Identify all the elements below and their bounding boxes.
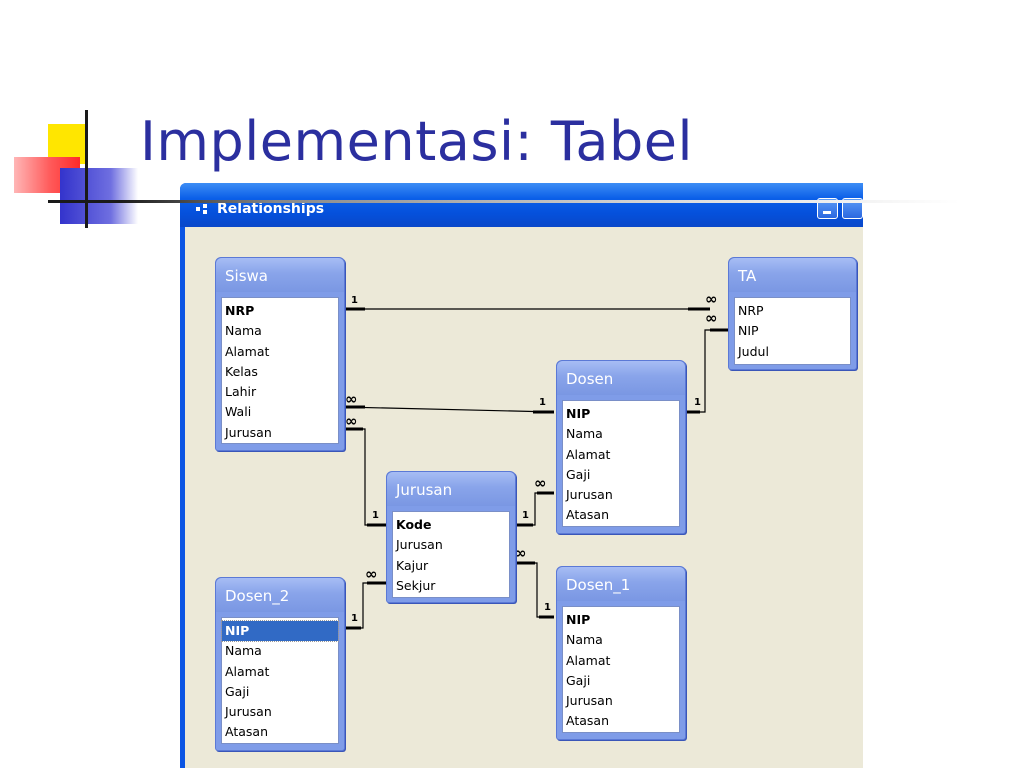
cardinality-many-label: ∞ [705,290,717,308]
table-dosen-fields: NIP Nama Alamat Gaji Jurusan Atasan [562,400,680,527]
field-alamat[interactable]: Alamat [566,446,611,462]
field-nama[interactable]: Nama [225,323,262,339]
table-siswa-title[interactable]: Siswa [216,258,344,292]
field-atasan[interactable]: Atasan [225,724,268,740]
field-alamat[interactable]: Alamat [225,343,270,359]
cardinality-one-label: 1 [372,510,379,521]
field-lahir[interactable]: Lahir [225,384,257,400]
window-title: Relationships [217,201,325,217]
table-dosen[interactable]: Dosen NIP Nama Alamat Gaji Jurusan Atasa… [556,360,686,534]
field-nama[interactable]: Nama [566,632,603,648]
table-dosen-1-title[interactable]: Dosen_1 [557,567,685,601]
field-kode[interactable]: Kode [396,517,432,532]
table-ta-fields: NRP NIP Judul [734,297,851,365]
cardinality-one-label: 1 [544,602,551,613]
field-alamat[interactable]: Alamat [225,663,270,679]
field-jurusan[interactable]: Jurusan [225,424,272,440]
table-dosen-title[interactable]: Dosen [557,361,685,395]
rel-line-dosen-ta [682,329,730,413]
cardinality-many-label: ∞ [365,565,377,583]
field-sekjur[interactable]: Sekjur [396,577,436,593]
relationship-lines [342,307,730,630]
cardinality-many-label: ∞ [345,390,357,408]
field-jurusan[interactable]: Jurusan [396,537,443,553]
slide-title: Implementasi: Tabel [140,110,693,173]
relationships-icon [196,204,210,216]
window-titlebar[interactable]: Relationships [180,183,863,227]
slide-decoration-vertical-line [85,110,88,228]
cardinality-many-label: ∞ [514,544,526,562]
field-nip[interactable]: NIP [738,323,759,339]
cardinality-many-label: ∞ [534,474,546,492]
table-jurusan-fields: Kode Jurusan Kajur Sekjur [392,511,510,598]
cardinality-one-label: 1 [351,613,358,624]
field-nrp[interactable]: NRP [738,303,764,318]
field-gaji[interactable]: Gaji [566,466,591,482]
field-jurusan[interactable]: Jurusan [225,704,272,720]
cardinality-one-label: 1 [351,295,358,306]
rel-line-siswa-dosen [342,406,555,413]
minimize-button[interactable] [817,198,838,219]
table-jurusan-title[interactable]: Jurusan [387,472,515,506]
slide-decoration-blue [60,168,138,224]
field-alamat[interactable]: Alamat [566,652,611,668]
slide-decoration-horizontal-line [48,200,960,203]
rel-line-siswa-jurusan [343,428,387,526]
table-dosen-2-title[interactable]: Dosen_2 [216,578,344,612]
relationships-window: Relationships [180,183,863,768]
table-dosen-1[interactable]: Dosen_1 NIP Nama Alamat Gaji Jurusan Ata… [556,566,686,740]
table-siswa-fields: NRP Nama Alamat Kelas Lahir Wali Jurusan [221,297,339,444]
rel-line-dosen2-jurusan [343,582,387,629]
field-nip[interactable]: NIP [221,619,339,643]
cardinality-one-label: 1 [522,510,529,521]
field-wali[interactable]: Wali [225,404,252,420]
field-jurusan[interactable]: Jurusan [566,487,613,503]
field-nrp[interactable]: NRP [225,303,255,318]
field-kajur[interactable]: Kajur [396,557,429,573]
field-jurusan[interactable]: Jurusan [566,693,613,709]
cardinality-many-label: ∞ [705,309,717,327]
table-ta[interactable]: TA NRP NIP Judul [728,257,857,370]
field-gaji[interactable]: Gaji [225,683,250,699]
table-siswa[interactable]: Siswa NRP Nama Alamat Kelas Lahir Wali J… [215,257,345,451]
field-nip[interactable]: NIP [566,406,591,421]
field-atasan[interactable]: Atasan [566,713,609,729]
field-nip[interactable]: NIP [566,612,591,627]
relationships-canvas[interactable]: 1 ∞ ∞ ∞ 1 1 ∞ 1 1 ∞ ∞ 1 ∞ 1 Siswa NRP Na… [185,227,863,768]
field-atasan[interactable]: Atasan [566,507,609,523]
cardinality-one-label: 1 [539,397,546,408]
field-nama[interactable]: Nama [566,426,603,442]
rel-line-jurusan-dosen [515,492,554,526]
table-dosen-2-fields: NIP Nama Alamat Gaji Jurusan Atasan [221,617,339,744]
table-dosen-1-fields: NIP Nama Alamat Gaji Jurusan Atasan [562,606,680,733]
field-gaji[interactable]: Gaji [566,672,591,688]
field-nama[interactable]: Nama [225,643,262,659]
table-dosen-2[interactable]: Dosen_2 NIP Nama Alamat Gaji Jurusan Ata… [215,577,345,751]
table-jurusan[interactable]: Jurusan Kode Jurusan Kajur Sekjur [386,471,516,603]
field-judul[interactable]: Judul [738,343,769,359]
cardinality-many-label: ∞ [345,412,357,430]
table-ta-title[interactable]: TA [729,258,856,292]
cardinality-one-label: 1 [694,397,701,408]
maximize-button[interactable] [842,198,863,219]
field-kelas[interactable]: Kelas [225,363,258,379]
